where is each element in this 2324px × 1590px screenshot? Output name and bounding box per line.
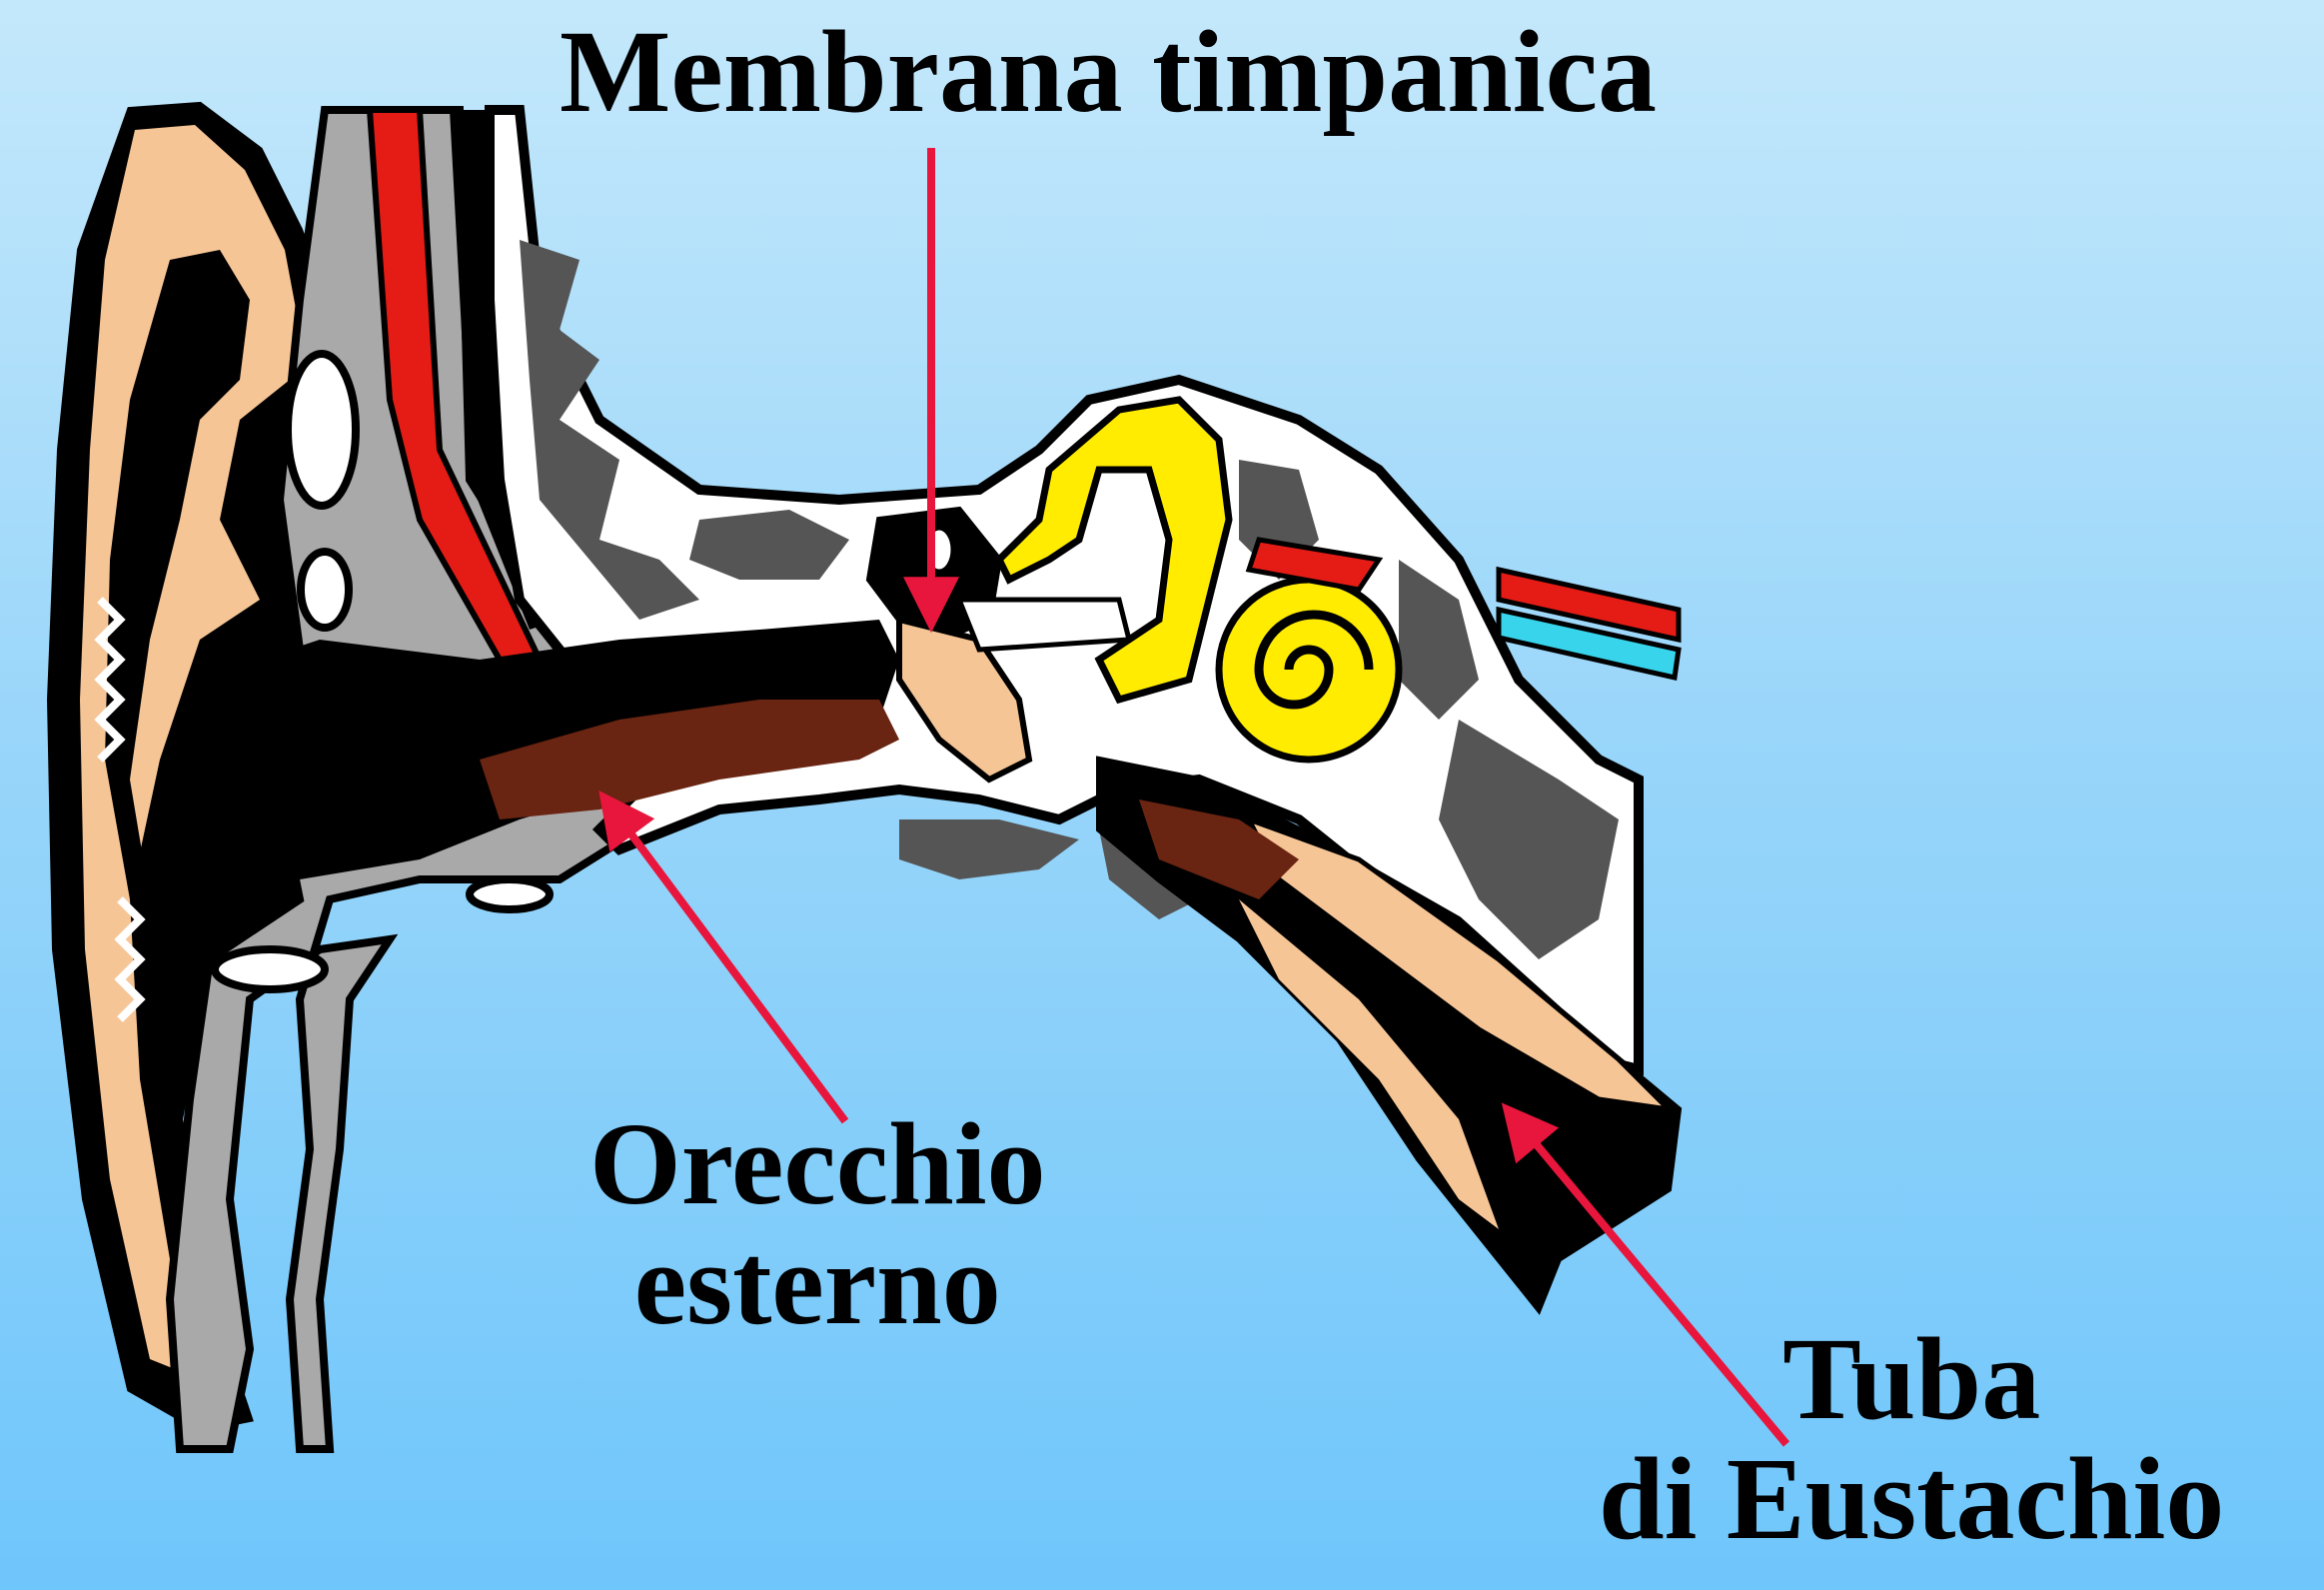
auditory-nerve	[1499, 570, 1679, 678]
label-orecchio-esterno: Orecchio esterno	[589, 1104, 1046, 1345]
label-tuba-line1: Tuba	[1599, 1319, 2224, 1439]
label-orecchio-line1: Orecchio	[589, 1104, 1046, 1224]
label-tuba-di-eustachio: Tuba di Eustachio	[1599, 1319, 2224, 1560]
label-tuba-line2: di Eustachio	[1599, 1439, 2224, 1559]
label-orecchio-line2: esterno	[589, 1224, 1046, 1344]
arrow-orecchio-esterno	[605, 799, 845, 1121]
label-membrana-text: Membrana timpanica	[560, 6, 1657, 137]
label-membrana-timpanica: Membrana timpanica	[560, 12, 1657, 132]
